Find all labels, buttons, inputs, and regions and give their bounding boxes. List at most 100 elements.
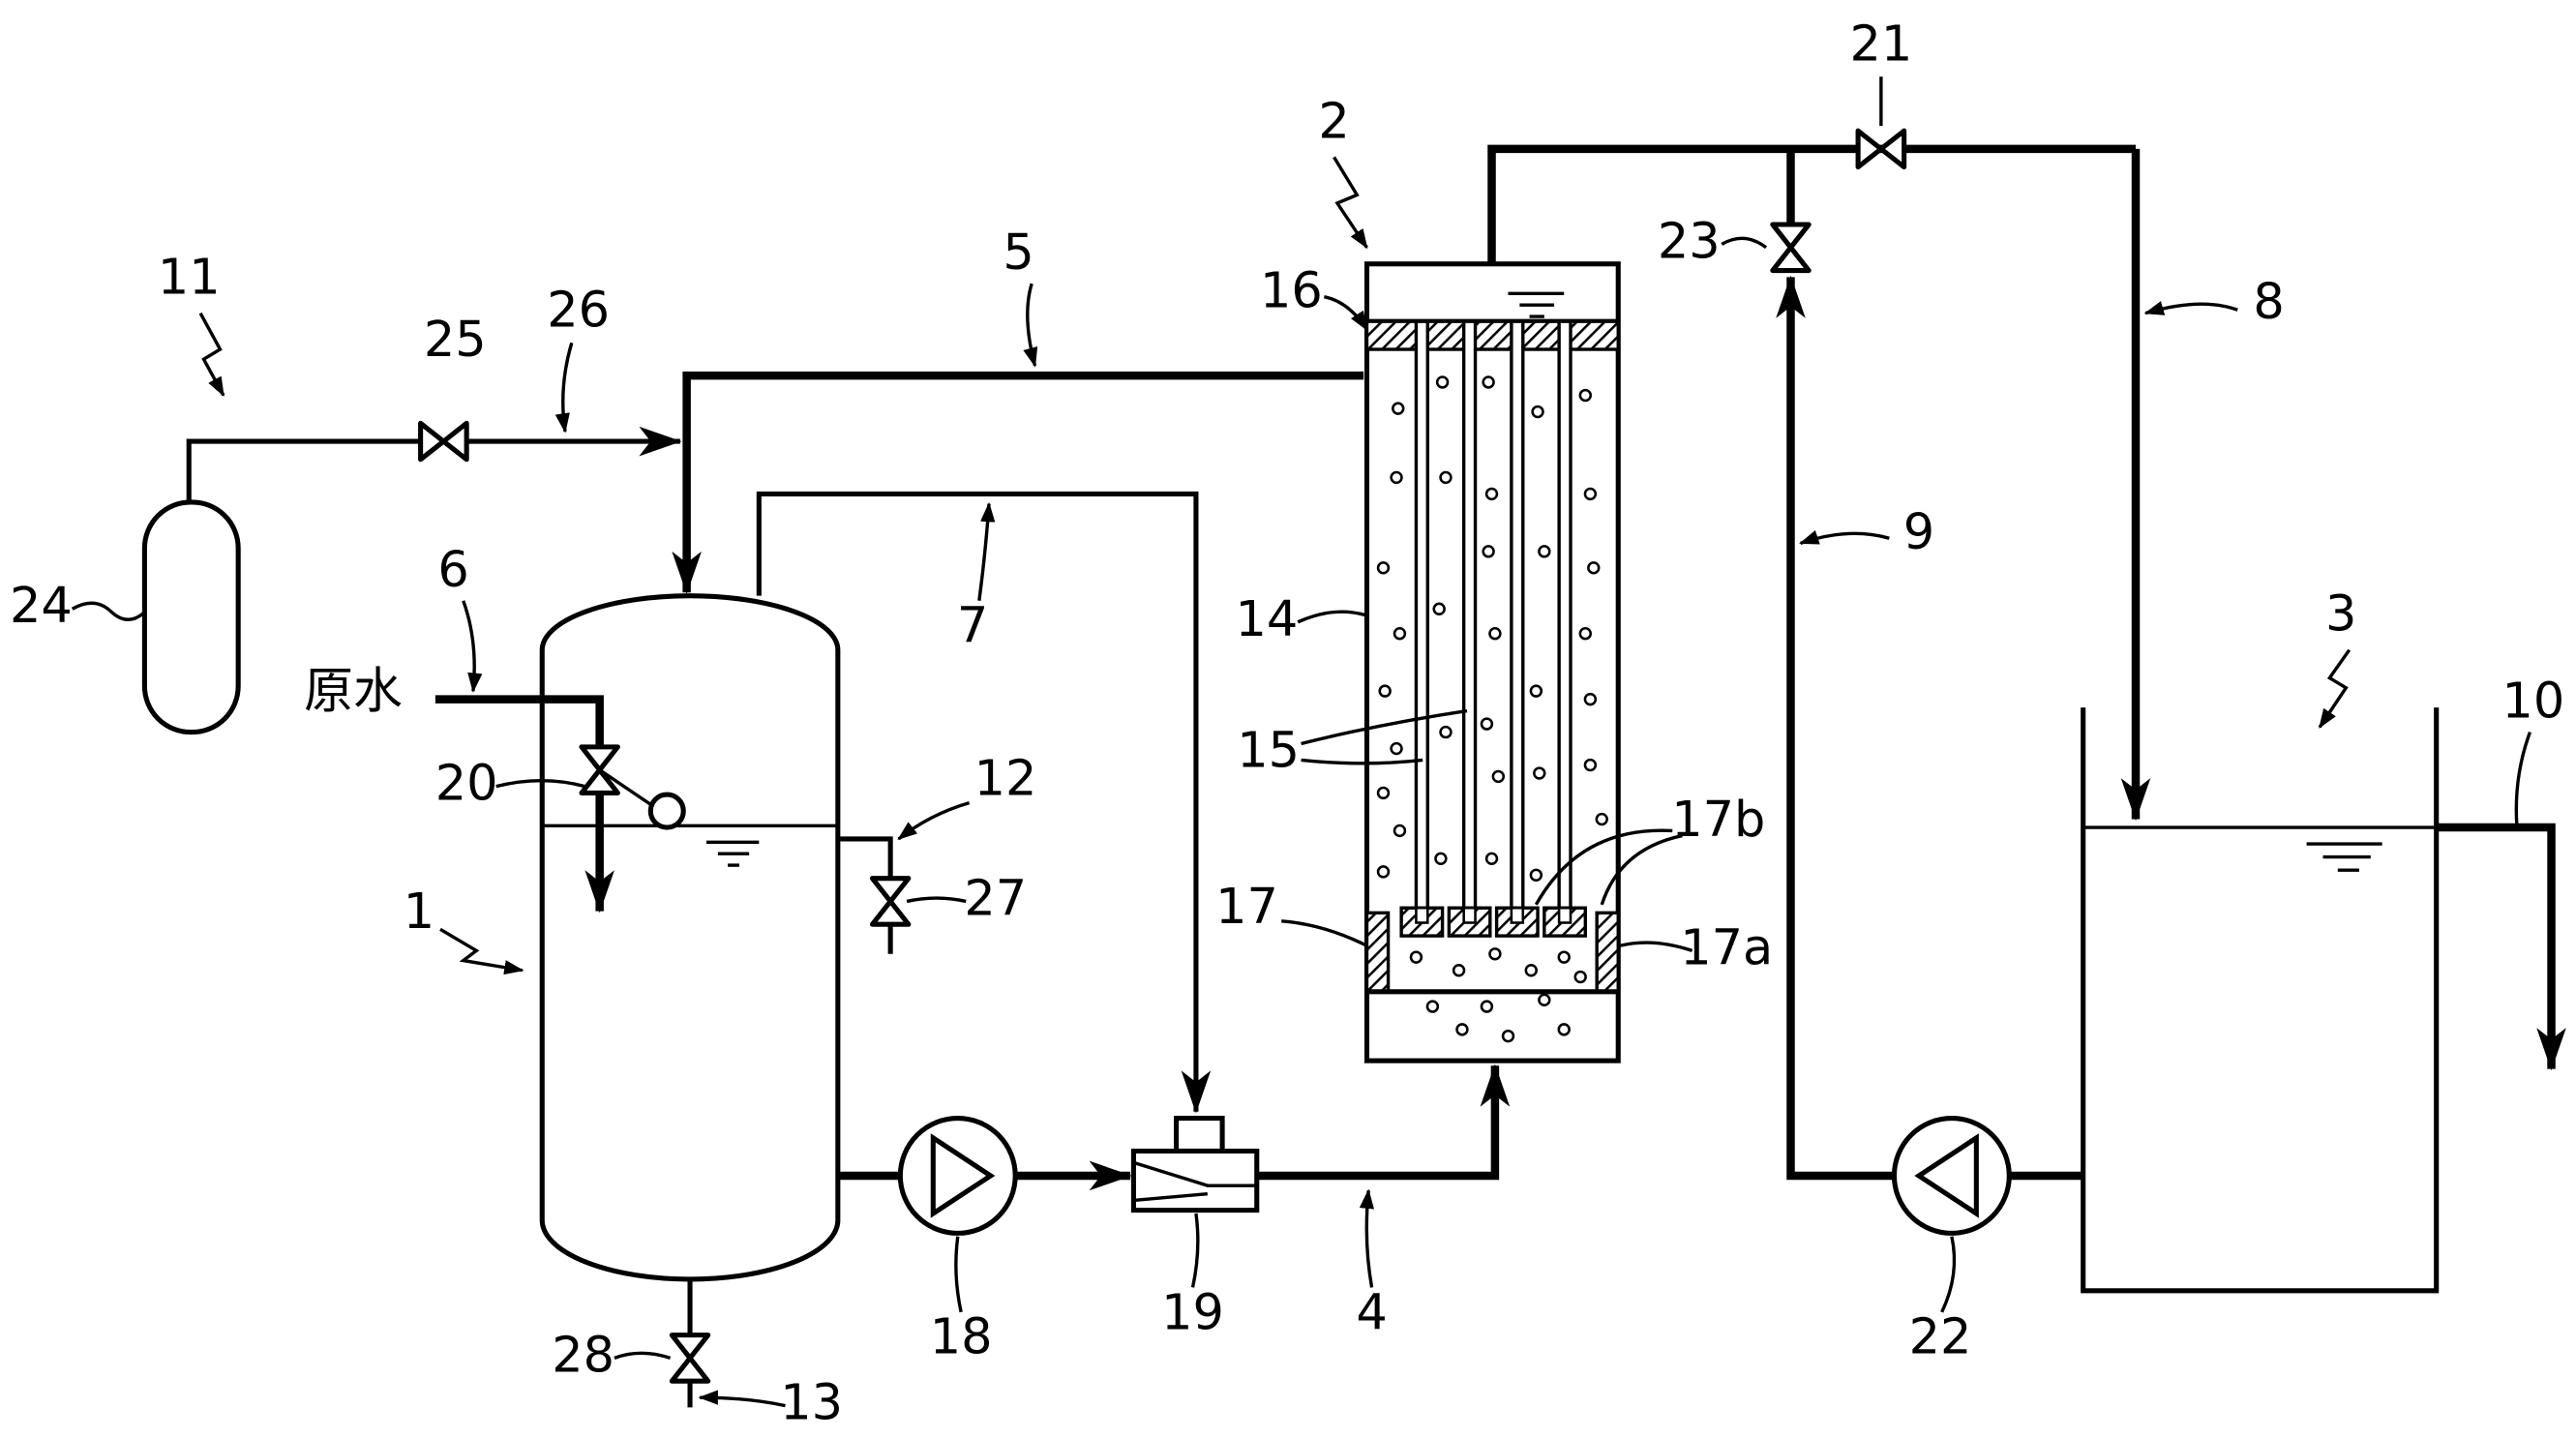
skirt-left-wall <box>1364 911 1391 994</box>
air-bubble <box>1392 402 1405 415</box>
tank-3-water-surface-symbol <box>2306 842 2382 872</box>
fiber-end-cap <box>1399 906 1445 938</box>
label-18: 18 <box>930 1309 993 1366</box>
air-bubble <box>1482 375 1495 389</box>
fiber-end-cap <box>1447 906 1492 938</box>
upper-potting <box>1364 319 1620 351</box>
raw-water-line <box>434 695 604 751</box>
air-bubble <box>1376 561 1391 575</box>
air-bubble <box>1482 545 1495 558</box>
leader-lines <box>71 76 2532 1408</box>
air-bubble <box>1529 684 1543 698</box>
air-bubble <box>1439 725 1453 739</box>
label-3: 3 <box>2325 586 2356 644</box>
air-bubble <box>1480 717 1494 731</box>
label-raw-water: 原水 <box>304 664 403 721</box>
line-4 <box>1256 1064 1511 1181</box>
label-20: 20 <box>435 756 498 813</box>
air-bubble <box>1583 692 1598 706</box>
line-9 <box>1776 275 1895 1181</box>
air-bubble <box>1484 852 1499 866</box>
gas-line <box>186 426 682 502</box>
label-17: 17 <box>1215 879 1278 936</box>
label-24: 24 <box>10 578 73 635</box>
membrane-module <box>1363 261 1621 1064</box>
label-28: 28 <box>552 1327 614 1384</box>
label-11: 11 <box>158 250 221 307</box>
permeate-line <box>1487 144 2137 264</box>
air-bubble <box>1425 1000 1440 1013</box>
label-27: 27 <box>964 870 1027 927</box>
air-bubble <box>1434 852 1448 866</box>
ejector-19 <box>1130 1115 1260 1213</box>
air-bubble <box>1573 970 1587 984</box>
fiber-end-cap <box>1494 906 1540 938</box>
valve-21 <box>1855 128 1907 170</box>
air-bubble <box>1538 993 1551 1007</box>
label-26: 26 <box>547 283 610 340</box>
label-2: 2 <box>1318 93 1349 150</box>
float <box>647 792 686 830</box>
air-bubble <box>1488 947 1502 961</box>
label-17b: 17b <box>1671 792 1765 849</box>
label-13: 13 <box>780 1375 843 1432</box>
valve-23 <box>1770 222 1812 274</box>
valve-28 <box>669 1333 711 1384</box>
line-10 <box>2436 823 2566 1071</box>
label-14: 14 <box>1236 591 1299 648</box>
label-22: 22 <box>1909 1309 1972 1366</box>
pump-18 <box>897 1115 1018 1236</box>
label-16: 16 <box>1260 262 1323 319</box>
air-bubble <box>1393 627 1407 641</box>
hollow-fiber <box>1510 319 1525 918</box>
air-bubble <box>1533 766 1546 780</box>
air-bubble <box>1531 404 1544 419</box>
air-bubble <box>1480 1000 1494 1013</box>
air-bubble <box>1376 786 1391 800</box>
air-bubble <box>1409 950 1423 964</box>
label-10: 10 <box>2501 674 2564 731</box>
pump-22 <box>1891 1115 2012 1236</box>
label-1: 1 <box>404 884 434 941</box>
line-12 <box>837 836 893 954</box>
air-bubble <box>1439 470 1453 485</box>
air-bubble <box>1529 868 1543 882</box>
float-arm <box>598 768 652 806</box>
air-bubble <box>1578 627 1592 641</box>
label-4: 4 <box>1356 1284 1387 1341</box>
tank-3 <box>2081 707 2440 1294</box>
hollow-fiber <box>1461 319 1478 918</box>
label-5: 5 <box>1003 225 1033 282</box>
line-5 <box>672 371 1364 594</box>
tank-1-water-surface-symbol <box>706 840 760 867</box>
hollow-fiber <box>1557 319 1573 918</box>
label-6: 6 <box>437 542 468 599</box>
valve-27 <box>869 876 912 927</box>
label-12: 12 <box>974 751 1037 808</box>
air-bubble <box>1595 812 1608 826</box>
tank-1 <box>539 593 841 1282</box>
label-21: 21 <box>1849 16 1912 74</box>
air-bubble <box>1491 769 1506 784</box>
label-7: 7 <box>957 598 988 655</box>
air-bubble <box>1484 487 1499 501</box>
air-bubble <box>1452 964 1466 977</box>
air-bubble <box>1578 388 1592 403</box>
air-bubble <box>1376 865 1391 879</box>
air-bubble <box>1501 1029 1515 1043</box>
air-bubble <box>1378 684 1392 698</box>
hollow-fiber <box>1414 319 1430 918</box>
air-bubble <box>1393 824 1407 838</box>
air-bubble <box>1557 950 1571 964</box>
gas-cylinder <box>141 499 241 735</box>
air-bubble <box>1587 561 1601 575</box>
air-bubble <box>1435 375 1450 389</box>
air-bubble <box>1390 741 1403 756</box>
line-7 <box>756 491 1212 1114</box>
label-9: 9 <box>1903 504 1934 561</box>
label-15: 15 <box>1237 723 1300 780</box>
fiber-end-cap <box>1543 906 1587 938</box>
label-8: 8 <box>2253 274 2284 331</box>
air-bubble <box>1583 758 1598 772</box>
air-bubble <box>1583 487 1598 501</box>
